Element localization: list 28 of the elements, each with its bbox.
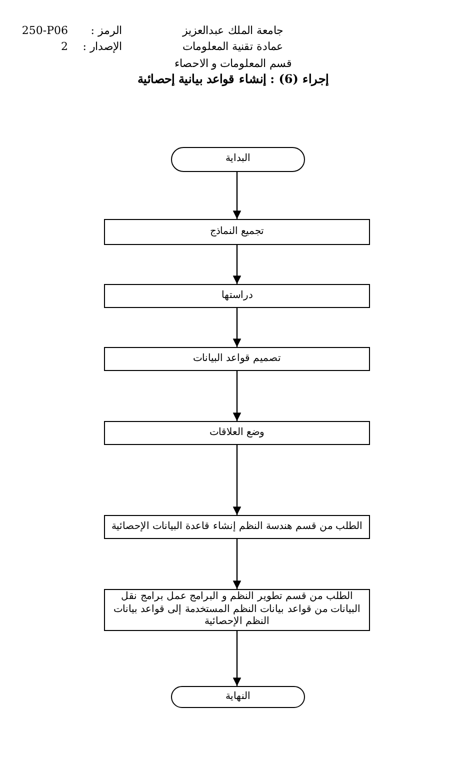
arrow: [232, 445, 242, 515]
step-text: دراستها: [220, 290, 254, 302]
header-text: قسم المعلومات و الاحصاء: [173, 57, 293, 70]
header-text: عمادة تقنية المعلومات: [182, 40, 284, 53]
arrow: [232, 371, 242, 421]
header-text: جامعة الملك عبدالعزيز: [181, 24, 284, 37]
process-box: [104, 219, 370, 245]
version-label: الإصدار :: [82, 40, 122, 53]
title: إجراء (6) : إنشاء قواعد بيانية إحصائية: [136, 72, 330, 86]
arrow: [232, 245, 242, 284]
version-value: 2: [60, 40, 68, 53]
step-text: تجميع النماذج: [208, 226, 266, 238]
step-text: البداية: [224, 153, 252, 166]
process-box: [104, 284, 370, 308]
process-box: [104, 421, 370, 445]
step-text: النهاية: [224, 690, 252, 704]
code-label: الرمز :: [90, 24, 122, 37]
arrow: [232, 172, 242, 219]
arrow: [232, 631, 242, 686]
arrow: [232, 539, 242, 589]
process-box: [104, 515, 370, 539]
step-text: الطلب من قسم تطوير النظم و البرامج عمل برامج نقل البيانات من قواعد بيانات النظم المستخدمة إلى قواعد بيانات النظم الإحصائية: [112, 591, 362, 629]
code-value: 250-P06: [20, 24, 68, 37]
process-box: [104, 347, 370, 371]
arrow: [232, 308, 242, 347]
step-text: تصميم قواعد البيانات: [192, 352, 282, 366]
step-text: وضع العلاقات: [208, 426, 266, 440]
step-text: الطلب من قسم هندسة النظم إنشاء قاعدة البيانات الإحصائية: [110, 520, 364, 534]
